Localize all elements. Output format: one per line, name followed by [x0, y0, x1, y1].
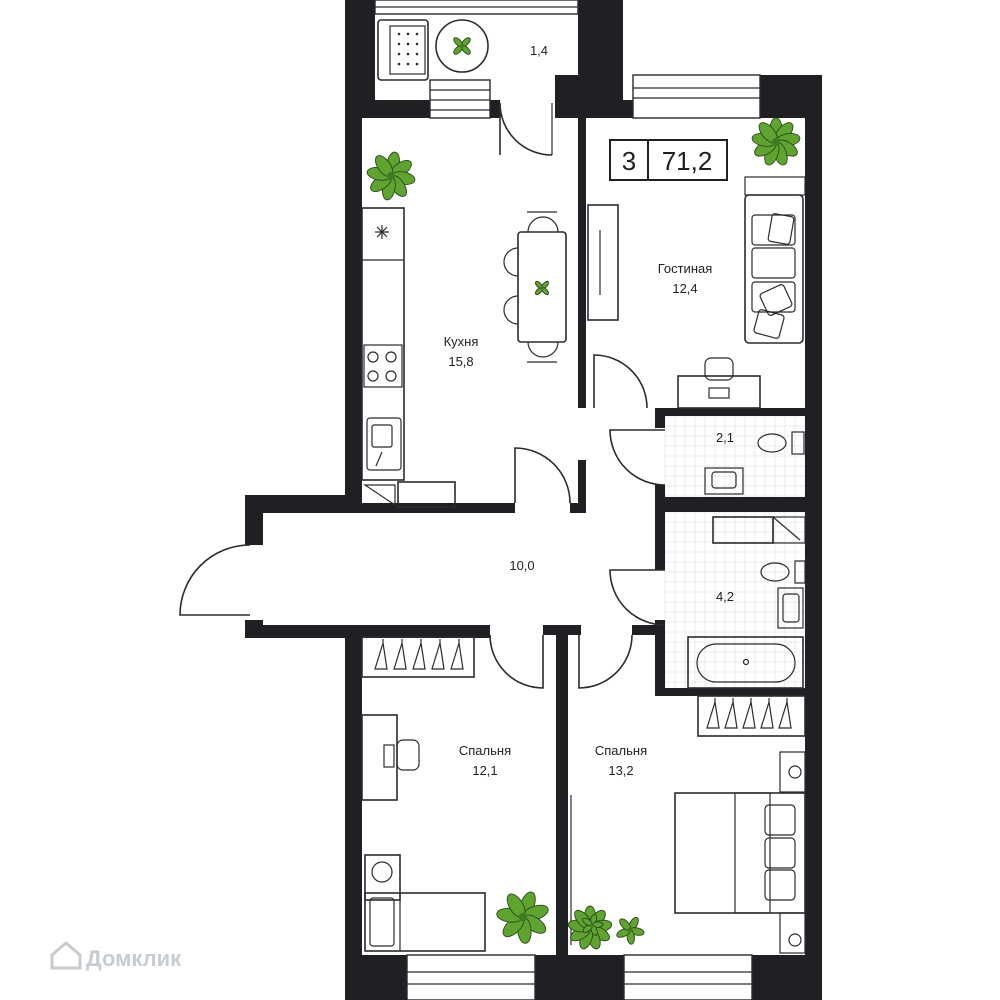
kitchen-name: Кухня [444, 334, 479, 349]
plant-icon [496, 891, 549, 944]
wardrobe [697, 695, 806, 737]
living-name: Гостиная [658, 261, 713, 276]
kitchen-area: 15,8 [448, 354, 473, 369]
room-labels: 1,4 Кухня 15,8 Гостиная 12,4 2,1 10,0 4,… [444, 43, 734, 778]
bedroom2-area: 13,2 [608, 763, 633, 778]
toilet-icon [760, 560, 806, 584]
stove-icon [363, 344, 403, 388]
bedroom1-area: 12,1 [472, 763, 497, 778]
plant-icon [366, 151, 416, 201]
washbasin-icon [704, 467, 744, 495]
sofa-icon [744, 176, 806, 344]
dining-table-icon [503, 211, 567, 363]
plant-icon [751, 117, 801, 166]
hall-area: 10,0 [509, 558, 534, 573]
balcony-area: 1,4 [530, 43, 548, 58]
bed-icon [364, 854, 486, 952]
double-bed-icon [674, 751, 806, 954]
wardrobe [361, 636, 475, 678]
round-table-icon [435, 19, 489, 73]
doors [179, 102, 666, 945]
sink-icon [366, 417, 402, 471]
bathroom-area: 4,2 [716, 589, 734, 604]
total-area: 71,2 [662, 146, 713, 176]
bedroom1-name: Спальня [459, 743, 511, 758]
tv-unit [587, 204, 619, 321]
apartment-summary-badge: 3 71,2 [609, 139, 728, 181]
furniture [361, 19, 806, 954]
windows [374, 0, 761, 1000]
kitchen-counter [361, 207, 405, 481]
living-area: 12,4 [672, 281, 697, 296]
floor-tiles [664, 415, 806, 688]
desk-icon [361, 714, 420, 801]
plants [366, 37, 801, 950]
plant-icon [616, 916, 645, 945]
watermark: Домклик [50, 941, 182, 971]
bathtub-icon [687, 636, 804, 689]
plant-icon [534, 280, 550, 296]
plant-icon [582, 913, 604, 936]
desk-icon [677, 357, 761, 409]
wc-area: 2,1 [716, 430, 734, 445]
washbasin-icon [777, 587, 804, 629]
watermark-text: Домклик [86, 946, 182, 971]
fridge-icon [375, 225, 389, 239]
bedroom2-name: Спальня [595, 743, 647, 758]
house-logo-icon [50, 941, 82, 970]
toilet-icon [757, 431, 805, 455]
plant-icon [453, 37, 471, 55]
rooms-count: 3 [622, 146, 636, 176]
armchair-icon [377, 19, 429, 81]
